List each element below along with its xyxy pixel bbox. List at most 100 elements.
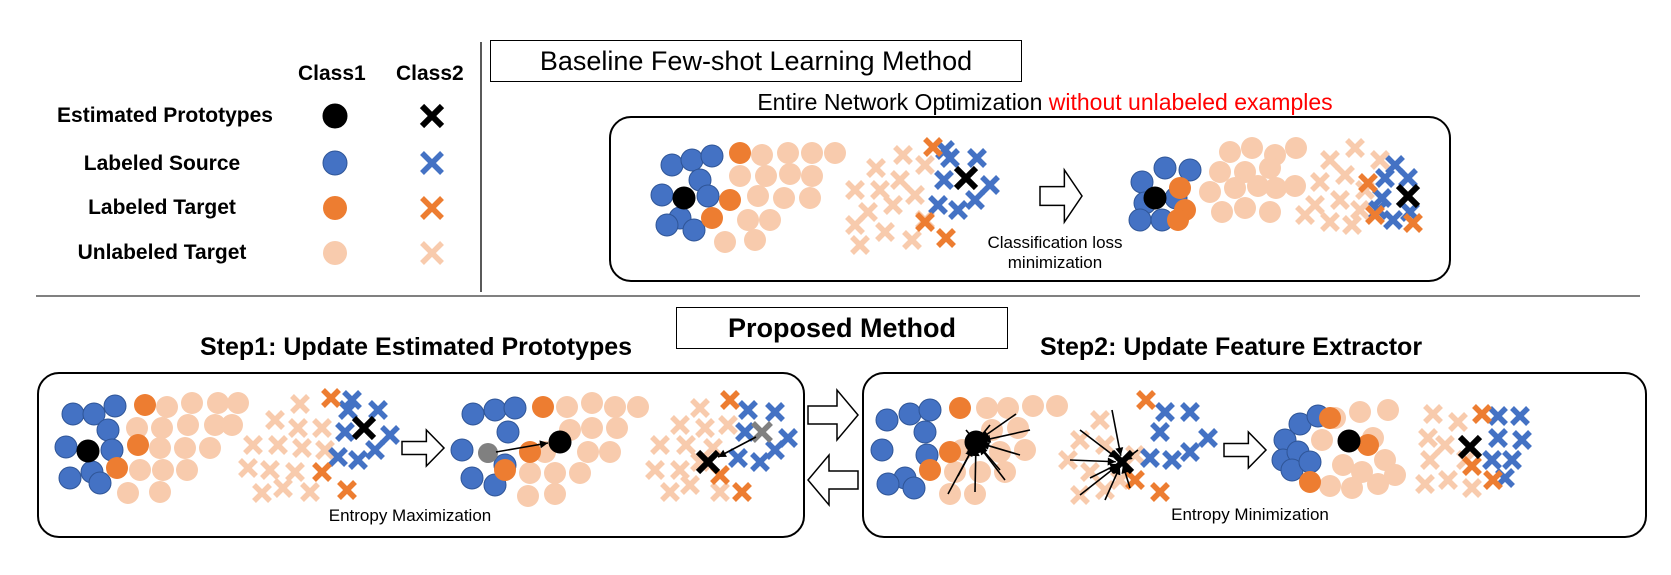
point-marker xyxy=(117,482,139,504)
point-marker xyxy=(755,165,777,187)
point-marker xyxy=(156,396,178,418)
cross-marker xyxy=(650,435,670,455)
point-marker xyxy=(96,418,120,442)
point-marker xyxy=(919,459,941,481)
cross-marker xyxy=(1420,450,1440,470)
cross-marker xyxy=(845,180,865,200)
point-marker xyxy=(989,441,1011,463)
cross-marker xyxy=(1162,450,1182,470)
cross-marker xyxy=(1058,450,1078,470)
point-marker xyxy=(1178,158,1202,182)
point-marker xyxy=(227,392,249,414)
cross-marker xyxy=(1358,173,1378,193)
step2-caption: Entropy Minimization xyxy=(1171,505,1329,524)
cross-marker xyxy=(765,402,785,422)
point-marker xyxy=(876,472,900,496)
cross-marker xyxy=(1095,480,1115,500)
cross-marker xyxy=(866,158,886,178)
loop-arrow-backward xyxy=(807,452,859,508)
cross-marker xyxy=(1448,412,1468,432)
cross-marker xyxy=(890,170,910,190)
legend-prototype-class1-dot xyxy=(322,103,348,129)
cross-marker xyxy=(273,478,293,498)
point-marker xyxy=(88,471,112,495)
cross-marker xyxy=(732,482,752,502)
cross-marker xyxy=(1295,205,1315,225)
cross-marker xyxy=(728,448,748,468)
cross-marker xyxy=(738,400,758,420)
point-marker xyxy=(1022,395,1044,417)
gradient-arrow-class2 xyxy=(1069,457,1116,466)
legend-prototype-class2-cross xyxy=(419,103,445,129)
point-marker xyxy=(152,459,174,481)
cross-marker xyxy=(923,137,943,157)
cross-marker xyxy=(905,185,925,205)
point-marker xyxy=(680,148,704,172)
cross-marker xyxy=(676,435,696,455)
point-marker xyxy=(1298,450,1322,474)
point-marker xyxy=(696,184,720,208)
cross-marker xyxy=(1488,406,1508,426)
baseline-title: Baseline Few-shot Learning Method xyxy=(539,46,973,76)
cross-marker xyxy=(328,447,348,467)
cross-marker xyxy=(312,418,332,438)
cross-marker xyxy=(1482,450,1502,470)
step1-title: Step1: Update Estimated Prototypes xyxy=(200,333,633,361)
cross-marker xyxy=(290,394,310,414)
cross-marker xyxy=(720,390,740,410)
point-marker xyxy=(519,462,541,484)
point-marker xyxy=(655,213,679,237)
point-marker xyxy=(604,396,626,418)
point-marker xyxy=(58,466,82,490)
point-marker xyxy=(801,165,823,187)
prototype-shift-arrow-class1 xyxy=(495,440,549,453)
point-marker xyxy=(461,402,485,426)
cross-marker xyxy=(1345,138,1365,158)
gradient-arrow-class2 xyxy=(1111,409,1124,456)
point-marker xyxy=(700,144,724,168)
cross-marker xyxy=(875,222,895,242)
prev-prototype-class1-dot xyxy=(478,443,498,463)
baseline-title-box: Baseline Few-shot Learning Method xyxy=(490,40,1022,82)
cross-marker xyxy=(1415,474,1435,494)
prototype-class2-cross xyxy=(1395,183,1421,209)
cross-marker xyxy=(680,475,700,495)
baseline-caption: Classification loss minimization xyxy=(960,233,1150,273)
point-marker xyxy=(1341,477,1363,499)
cross-marker xyxy=(883,195,903,215)
prototype-class1-dot xyxy=(76,439,100,463)
point-marker xyxy=(650,183,674,207)
point-marker xyxy=(1357,434,1379,456)
cross-marker xyxy=(1090,410,1110,430)
point-marker xyxy=(1299,471,1321,493)
cross-marker xyxy=(238,458,258,478)
point-marker xyxy=(1259,157,1281,179)
point-marker xyxy=(54,435,78,459)
point-marker xyxy=(1319,407,1341,429)
point-marker xyxy=(106,457,128,479)
prototype-class1-dot xyxy=(672,186,696,210)
cross-marker xyxy=(285,462,305,482)
prototype-class1-dot xyxy=(964,430,988,454)
cross-marker xyxy=(870,180,890,200)
cross-marker xyxy=(1136,390,1156,410)
point-marker xyxy=(129,459,151,481)
step2-title: Step2: Update Feature Extractor xyxy=(1040,333,1423,361)
point-marker xyxy=(1224,177,1246,199)
cross-marker xyxy=(1502,450,1522,470)
cross-marker xyxy=(695,418,715,438)
point-marker xyxy=(496,420,520,444)
cross-marker xyxy=(265,410,285,430)
point-marker xyxy=(460,466,484,490)
cross-marker xyxy=(1462,478,1482,498)
point-marker xyxy=(898,402,922,426)
cross-marker xyxy=(936,228,956,248)
cross-marker xyxy=(1512,430,1532,450)
point-marker xyxy=(1014,439,1036,461)
baseline-flow-arrow xyxy=(1039,167,1083,225)
cross-marker xyxy=(365,440,385,460)
cross-marker xyxy=(342,390,362,410)
point-marker xyxy=(1351,461,1373,483)
step2-flow-arrow xyxy=(1223,430,1268,470)
point-marker xyxy=(221,414,243,436)
